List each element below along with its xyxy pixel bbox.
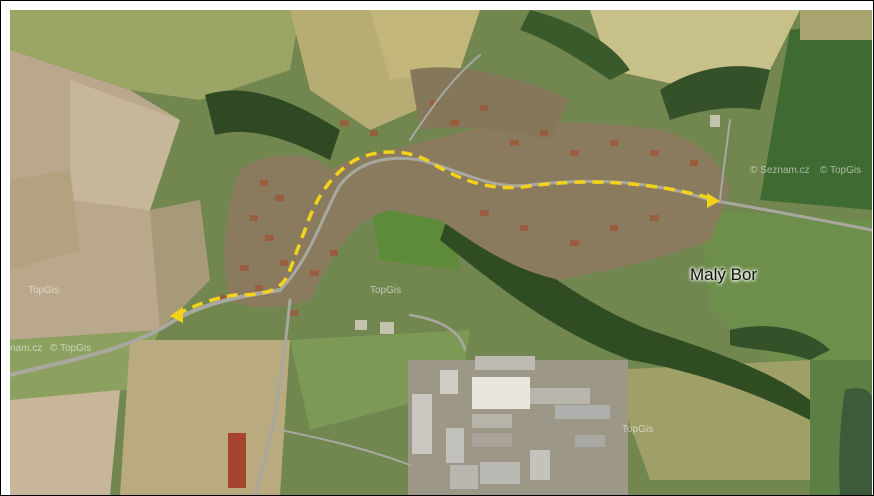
watermark-seznam-left: nam.cz xyxy=(10,343,43,354)
watermark-topgis-farm: TopGis xyxy=(622,424,654,435)
watermark-topgis: © TopGis xyxy=(820,165,862,176)
aerial-photo xyxy=(10,10,872,495)
watermark-topgis-left: TopGis xyxy=(28,285,60,296)
route-line xyxy=(179,150,711,315)
place-label-maly-bor: Malý Bor xyxy=(690,265,758,284)
watermark-seznam: © Seznam.cz xyxy=(750,165,810,176)
watermark-topgis-left-2: © TopGis xyxy=(50,343,92,354)
aerial-map[interactable]: Malý Bor © Seznam.cz © TopGis TopGis nam… xyxy=(10,10,872,495)
route-arrow-west xyxy=(170,307,183,323)
watermark-topgis-center: TopGis xyxy=(370,285,402,296)
route-arrow-east xyxy=(707,193,720,208)
